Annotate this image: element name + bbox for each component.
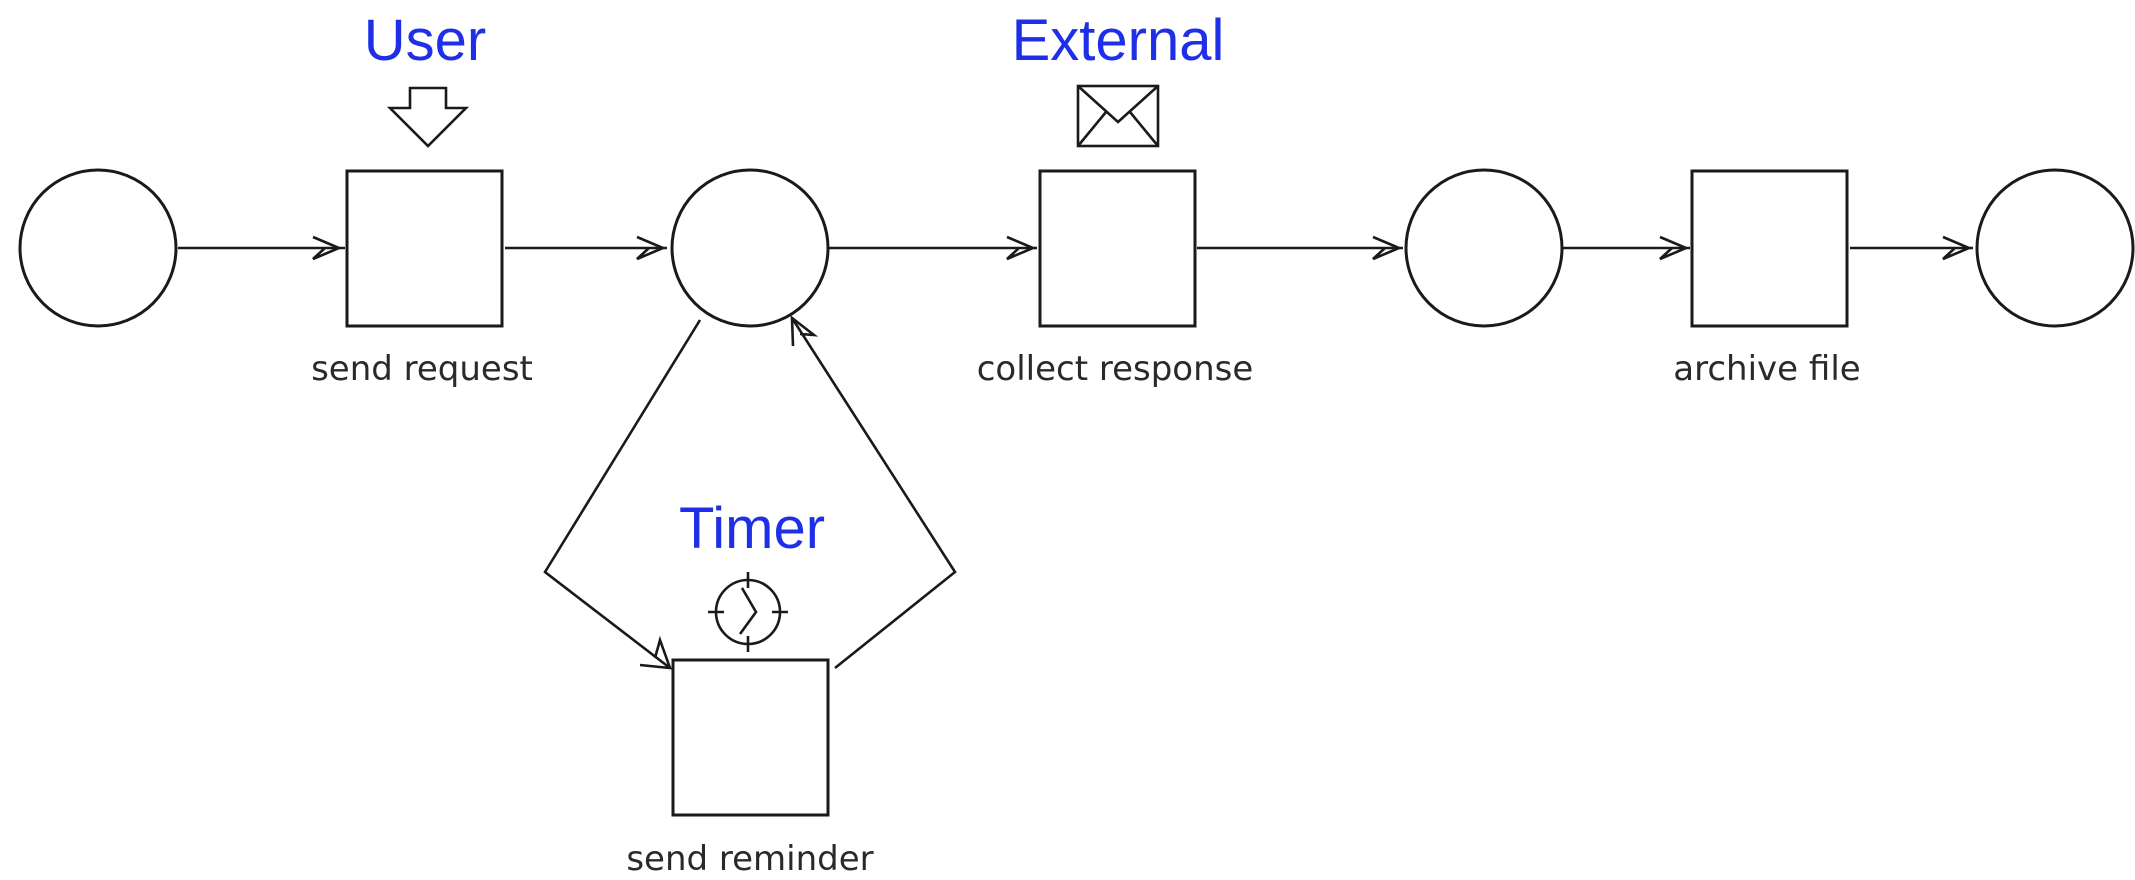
send-reminder-label: send reminder: [626, 839, 873, 879]
timer-trigger-label: Timer: [679, 496, 825, 561]
user-trigger-arrow-icon: [386, 86, 470, 148]
arc-waiting-to-send-reminder: [543, 319, 702, 670]
send-request-label: send request: [311, 349, 533, 389]
external-trigger-label: External: [1012, 8, 1225, 73]
transitions: [345, 169, 1849, 817]
task-labels: send request collect response archive fi…: [311, 349, 1861, 879]
arrowhead: [1659, 235, 1690, 261]
arc-send-reminder-to-waiting: [790, 317, 957, 670]
collect-response-transition: [1038, 169, 1197, 328]
arrowhead: [1372, 235, 1403, 261]
start-place: [18, 168, 178, 328]
send-reminder-transition: [671, 658, 830, 817]
received-place: [1404, 168, 1564, 328]
arrowhead: [1942, 235, 1973, 261]
arrowhead: [312, 235, 343, 261]
archive-file-transition: [1690, 169, 1849, 328]
archive-file-label: archive file: [1673, 349, 1860, 389]
envelope-icon: [1076, 84, 1160, 148]
arrowhead: [636, 235, 667, 261]
end-place: [1975, 168, 2135, 328]
arcs: [178, 235, 1973, 670]
trigger-symbols: [386, 84, 1160, 652]
send-request-transition: [345, 169, 504, 328]
waiting-place: [670, 168, 830, 328]
arrowhead: [639, 635, 672, 670]
collect-response-label: collect response: [977, 349, 1254, 389]
user-trigger-label: User: [364, 8, 486, 73]
clock-icon: [708, 572, 788, 652]
arrowhead: [790, 315, 819, 347]
arrowhead: [1006, 235, 1037, 261]
places: [18, 168, 2135, 328]
trigger-labels: User External Timer: [364, 8, 1225, 561]
